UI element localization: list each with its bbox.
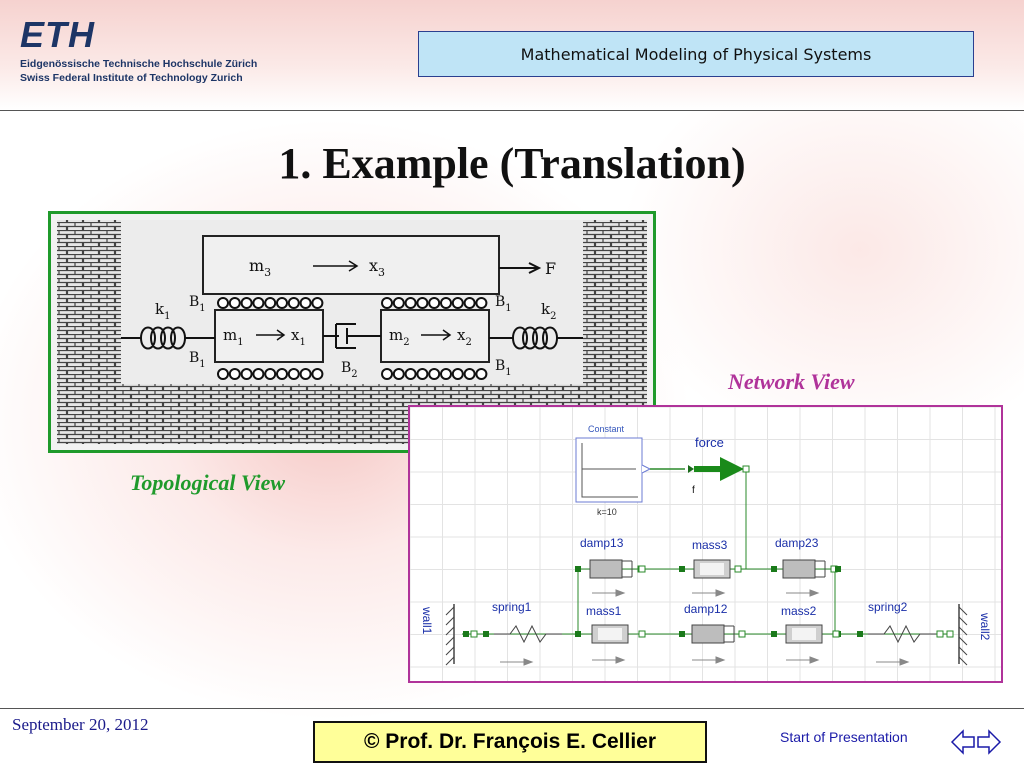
network-view-figure: Constant k=10 force f damp13 mass3 damp2… (408, 405, 1003, 683)
spring1-label: spring1 (492, 600, 532, 614)
constant-param: k=10 (597, 507, 617, 517)
wall1-component: wall1 (420, 604, 455, 666)
b2-label: B (341, 360, 351, 376)
svg-text:k1: k1 (155, 300, 170, 322)
svg-text:k2: k2 (541, 300, 556, 322)
constant-label: Constant (588, 424, 625, 434)
x1-label: x (291, 326, 300, 344)
header-divider (0, 110, 1024, 111)
x2-label: x (457, 326, 466, 344)
connector-ports (463, 565, 954, 638)
m3-label: m (249, 256, 264, 275)
presentation-date: September 20, 2012 (12, 715, 149, 734)
force-port-label: f (692, 485, 695, 496)
b1-label-lower-left: B (189, 350, 199, 366)
spring2-label: spring2 (868, 600, 908, 614)
forward-arrow-icon[interactable] (977, 729, 1002, 755)
network-diagram: Constant k=10 force f damp13 mass3 damp2… (409, 406, 1001, 681)
damp12-component (691, 624, 735, 644)
svg-text:B1: B1 (189, 350, 206, 370)
mass3-component (693, 559, 731, 579)
k1-label: k (155, 300, 165, 318)
eth-logo: ETH Eidgenössische Technische Hochschule… (20, 14, 258, 85)
mass-m3 (202, 235, 500, 295)
b1-label-upper-right: B (495, 294, 505, 310)
slide-title: 1. Example (Translation) (278, 139, 746, 188)
svg-text:B1: B1 (495, 294, 512, 314)
network-view-caption: Network View (728, 369, 855, 394)
spring-k1 (121, 326, 215, 350)
damp12-label: damp12 (684, 602, 728, 616)
svg-text:x2: x2 (457, 326, 472, 348)
svg-text:m2: m2 (389, 326, 410, 348)
mass-m1 (214, 309, 324, 363)
damp23-component (782, 559, 838, 579)
svg-text:m3: m3 (249, 256, 271, 279)
topological-view-caption: Topological View (130, 470, 286, 495)
damp23-label: damp23 (775, 536, 819, 550)
course-title: Mathematical Modeling of Physical System… (418, 31, 974, 77)
constant-block: Constant k=10 (575, 424, 652, 517)
roller-bearings (217, 297, 488, 380)
svg-text:m1: m1 (223, 326, 244, 348)
m2-label: m (389, 326, 403, 344)
institution-name-en: Swiss Federal Institute of Technology Zu… (20, 72, 243, 84)
svg-text:B1: B1 (495, 358, 512, 378)
mass1-component (591, 624, 629, 644)
mass3-label: mass3 (692, 538, 728, 552)
damper-b2 (323, 323, 381, 349)
spring2-component (868, 624, 936, 644)
damp13-label: damp13 (580, 536, 624, 550)
x3-label: x (369, 256, 378, 275)
svg-text:B2: B2 (341, 360, 358, 380)
footer-divider (0, 708, 1024, 709)
institution-name-de: Eidgenössische Technische Hochschule Zür… (20, 58, 258, 70)
wall2-component: wall2 (958, 604, 992, 666)
force-label: force (695, 435, 724, 450)
start-of-presentation-link[interactable]: Start of Presentation (780, 729, 908, 745)
k2-label: k (541, 300, 551, 318)
spring1-component (494, 624, 562, 644)
mass1-label: mass1 (586, 604, 622, 618)
force-block: force f (650, 435, 750, 496)
eth-logo-text: ETH (20, 14, 95, 55)
spring-k2 (489, 326, 583, 350)
author-box: © Prof. Dr. François E. Cellier (313, 721, 707, 763)
mass2-label: mass2 (781, 604, 817, 618)
direction-arrows (500, 589, 910, 666)
m1-label: m (223, 326, 237, 344)
b1-label-upper-left: B (189, 294, 199, 310)
svg-text:x3: x3 (369, 256, 385, 279)
svg-text:x1: x1 (291, 326, 306, 348)
back-arrow-icon[interactable] (950, 729, 975, 755)
mass2-component (785, 624, 823, 644)
wall1-label: wall1 (420, 606, 434, 635)
wall2-label: wall2 (978, 612, 992, 641)
force-label: F (545, 259, 556, 278)
mass-m2 (380, 309, 490, 363)
navigation-arrows[interactable] (950, 726, 1002, 763)
svg-text:B1: B1 (189, 294, 206, 314)
b1-label-lower-right: B (495, 358, 505, 374)
